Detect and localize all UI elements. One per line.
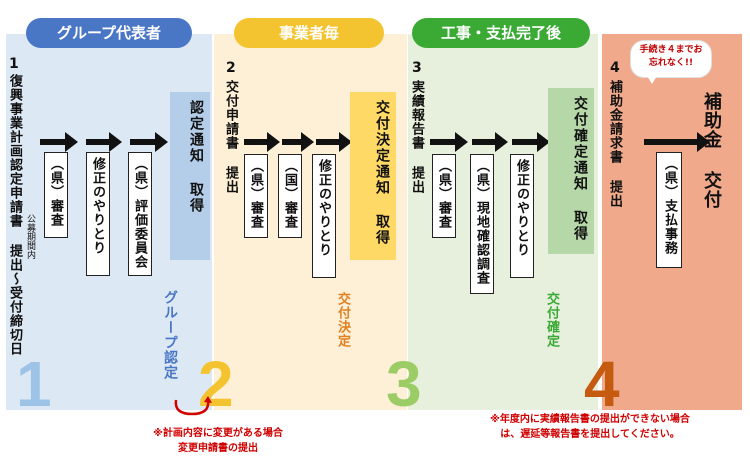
note-plan-change-line1: ※計画内容に変更がある場合 — [153, 428, 283, 439]
step2-panel-grant-decision: 交付決定通知 取得 — [350, 92, 396, 260]
step2-result: 交付決定 — [335, 292, 350, 348]
step4-title: 補助金請求書 提出 — [607, 80, 622, 208]
big-number-3: 3 — [386, 348, 422, 420]
step3-box-site-inspection: （県）現地確認調査 — [470, 154, 494, 294]
step1-sub: 公募期間内 — [25, 214, 35, 259]
step1-box-committee: （県）評価委員会 — [128, 152, 152, 276]
note-plan-change-line2: 変更申請書の提出 — [178, 443, 258, 454]
step3-arrow-2 — [472, 132, 508, 152]
step1-panel-certification: 認定通知 取得 — [170, 92, 210, 260]
step1-number: 1 — [9, 56, 19, 72]
step2-arrow-3 — [316, 132, 352, 152]
step2-box-national-review: （国）審査 — [278, 154, 302, 238]
step1-arrow-2 — [86, 132, 122, 152]
step4-final: 補助金 交付 — [701, 92, 722, 209]
note-plan-change: ※計画内容に変更がある場合 変更申請書の提出 — [118, 424, 318, 454]
step3-box-review: （県）審査 — [432, 154, 456, 238]
step4-bubble-text: 手続き４までお忘れなく!! — [639, 45, 703, 68]
step1-result: グループ認定 — [162, 290, 178, 380]
header-after-completion: 工事・支払完了後 — [412, 18, 590, 48]
step2-arrow-1 — [244, 132, 280, 152]
step2-box-pref-review: （県）審査 — [244, 154, 268, 238]
step1-arrow-1 — [40, 132, 78, 152]
step3-arrow-3 — [512, 132, 550, 152]
loop-arrow-icon — [174, 396, 212, 416]
step4-bubble — [630, 40, 712, 78]
step2-box-revision: 修正のやりとり — [312, 154, 336, 278]
step3-title: 実績報告書 提出 — [409, 80, 424, 194]
step1-title: 復興事業計画認定申請書 提出〜受付締切日 — [7, 74, 22, 356]
step4-arrow — [644, 132, 710, 152]
step3-arrow-1 — [430, 132, 468, 152]
step4-number: 4 — [610, 60, 620, 76]
step2-number: 2 — [226, 60, 236, 76]
big-number-2: 2 — [198, 348, 234, 420]
header-per-business: 事業者毎 — [234, 18, 384, 48]
step1-arrow-3 — [130, 132, 168, 152]
step3-result: 交付確定 — [544, 292, 559, 348]
step3-box-revision: 修正のやりとり — [510, 154, 534, 278]
note-delay-report-line1: ※年度内に実績報告書の提出ができない場合 — [490, 414, 690, 425]
note-delay-report-line2: は、遅延等報告書を提出してください。 — [500, 429, 680, 440]
step2-arrow-2 — [282, 132, 314, 152]
step1-box-revision: 修正のやりとり — [86, 152, 110, 276]
step2-title: 交付申請書 提出 — [223, 80, 238, 194]
big-number-4: 4 — [584, 348, 620, 420]
big-number-1: 1 — [16, 348, 52, 420]
header-group-representative: グループ代表者 — [26, 18, 192, 48]
step3-number: 3 — [412, 60, 422, 76]
step4-box-payment: （県）支払事務 — [656, 152, 682, 268]
note-delay-report: ※年度内に実績報告書の提出ができない場合 は、遅延等報告書を提出してください。 — [440, 410, 740, 440]
step3-panel-grant-confirmation: 交付確定通知 取得 — [548, 88, 594, 254]
step1-box-review: （県）審査 — [44, 152, 68, 238]
step4-bubble-tail — [646, 74, 658, 84]
